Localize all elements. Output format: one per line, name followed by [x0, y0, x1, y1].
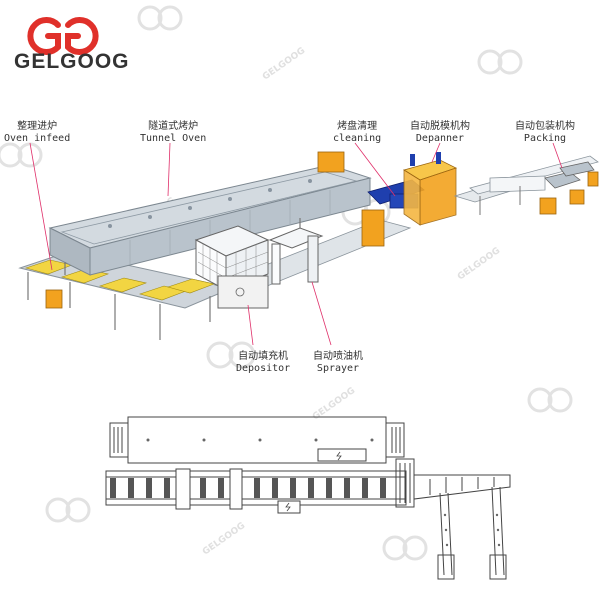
- depositor-machine: [194, 225, 270, 309]
- oven-burner-box: [317, 151, 345, 173]
- label-en: Depositor: [236, 363, 291, 374]
- plan-depositor: [175, 468, 191, 510]
- watermark-logo: [527, 387, 573, 413]
- label-en: Sprayer: [316, 363, 360, 374]
- label-cn: 自动喷油机: [313, 351, 363, 362]
- label-packing: 自动包装机构 Packing: [515, 121, 575, 145]
- oven-exit: [385, 422, 405, 458]
- label-en: cleaning: [333, 133, 382, 144]
- label-cn: 自动脱模机构: [410, 121, 470, 132]
- leader-line: [167, 142, 171, 197]
- label-en: Depanner: [415, 133, 465, 144]
- label-cn: 自动填充机: [238, 351, 289, 362]
- label-cn: 隧道式烤炉: [148, 121, 199, 132]
- label-cn: 自动包装机构: [515, 121, 575, 132]
- control-box: [317, 448, 367, 462]
- leader-line: [247, 304, 254, 346]
- tray: [98, 277, 148, 293]
- oven-entry: [109, 422, 129, 458]
- leader-line: [552, 142, 563, 169]
- label-en: Tunnel Oven: [140, 133, 207, 144]
- leader-line: [431, 142, 441, 163]
- sprayer-machine: [268, 227, 324, 285]
- production-line-3d: [18, 142, 599, 346]
- leader-line: [354, 142, 396, 197]
- tunnel-oven: [48, 151, 372, 276]
- plan-return-conveyor: [105, 470, 407, 506]
- brand-name: GELGOOG: [14, 50, 130, 73]
- plan-trays: [110, 478, 386, 498]
- label-oven-infeed: 整理进炉 Oven infeed: [4, 121, 70, 145]
- label-en: Packing: [523, 133, 567, 144]
- watermark-logo: [477, 49, 523, 75]
- watermark-logo: [382, 535, 428, 561]
- watermark-logo: [206, 341, 256, 369]
- plan-sprayer: [229, 468, 243, 510]
- label-depanner: 自动脱模机构 Depanner: [410, 121, 470, 145]
- floor-plan: [105, 416, 511, 580]
- infeed-motor-box: [45, 289, 63, 309]
- label-sprayer: 自动喷油机 Sprayer: [313, 351, 363, 375]
- leader-line: [29, 142, 53, 271]
- packing-line: [453, 155, 599, 215]
- label-depositor: 自动填充机 Depositor: [236, 351, 290, 375]
- label-tunnel-oven: 隧道式烤炉 Tunnel Oven: [140, 121, 206, 145]
- label-cn: 整理进炉: [17, 121, 58, 132]
- label-cn: 烤盘清理: [337, 121, 378, 132]
- oven-outline: [127, 416, 387, 464]
- depanner-machine: [403, 152, 458, 226]
- watermark-logo: [137, 5, 183, 31]
- watermark-logo: [45, 497, 91, 523]
- leader-line: [311, 281, 332, 346]
- label-en: Oven infeed: [4, 133, 71, 144]
- label-cleaning: 烤盘清理 cleaning: [333, 121, 381, 145]
- plan-packing-line: [413, 474, 511, 580]
